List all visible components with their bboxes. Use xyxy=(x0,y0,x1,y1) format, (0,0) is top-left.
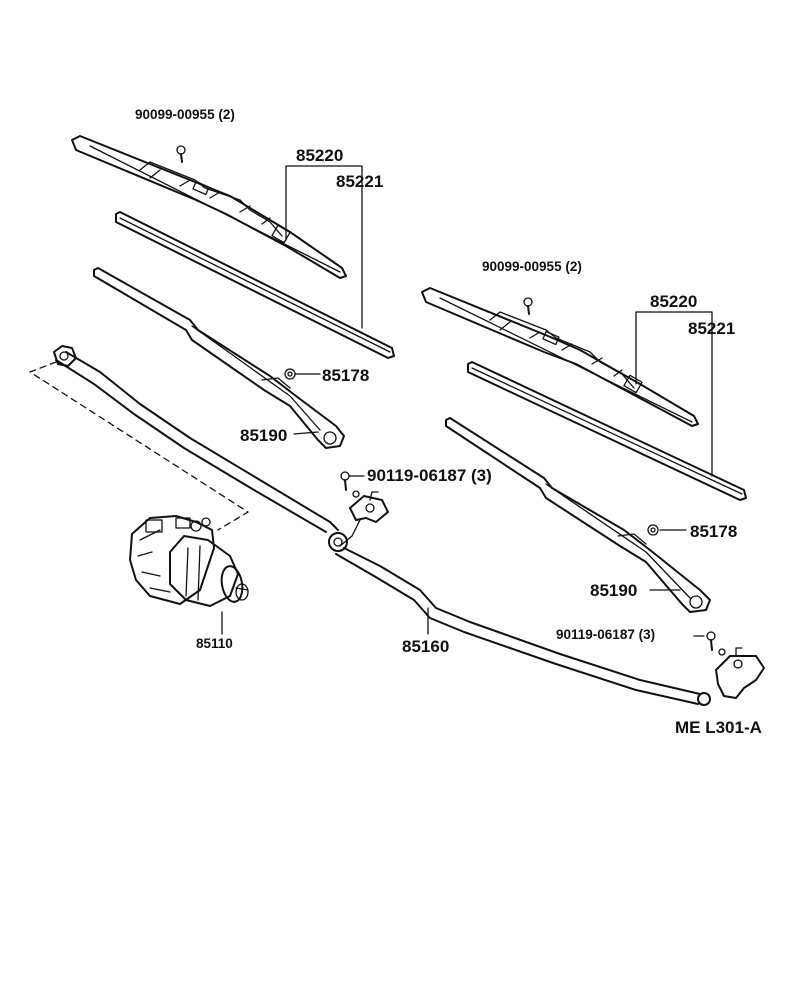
label-nut-right: 85178 xyxy=(690,522,737,541)
wiper-motor xyxy=(129,515,249,607)
label-blade-refill-left: 85221 xyxy=(336,172,383,191)
label-blade-assy-right: 85220 xyxy=(650,292,697,311)
label-arm-right: 85190 xyxy=(590,581,637,600)
label-bolt-right: 90099-00955 (2) xyxy=(482,259,582,274)
label-blade-refill-right: 85221 xyxy=(688,319,735,338)
pivot-bolt-icon-right xyxy=(706,631,726,656)
bolt-icon-right xyxy=(523,297,533,315)
wiper-blade-refill-right xyxy=(467,361,747,501)
wiper-arm-right xyxy=(445,417,711,613)
wiper-blade-assembly-left xyxy=(71,135,347,279)
label-link-rod: 85160 xyxy=(402,637,449,656)
pivot-bracket-left xyxy=(339,491,389,547)
wiper-arm-left xyxy=(93,267,345,449)
label-motor: 85110 xyxy=(196,636,233,651)
label-arm-left: 85190 xyxy=(240,426,287,445)
nut-icon-right xyxy=(647,524,659,536)
wiper-blade-assembly-right xyxy=(421,287,699,427)
leader-lines xyxy=(221,165,713,637)
pivot-bracket-right xyxy=(715,647,765,699)
bolt-icon-left xyxy=(176,145,186,163)
wiper-blade-refill-left xyxy=(115,211,395,359)
label-bolt-left: 90099-00955 (2) xyxy=(135,107,235,122)
label-blade-assy-left: 85220 xyxy=(296,146,343,165)
figure-code: ME L301-A xyxy=(675,718,762,737)
label-pivot-bolt-right: 90119-06187 (3) xyxy=(556,627,655,642)
pivot-bolt-icon-left xyxy=(340,471,360,498)
dashed-leader-motor xyxy=(29,361,249,531)
nut-icon-left xyxy=(284,368,296,380)
label-pivot-bolt-left: 90119-06187 (3) xyxy=(367,466,492,485)
wiper-link-rod xyxy=(53,345,711,706)
label-nut-left: 85178 xyxy=(322,366,369,385)
